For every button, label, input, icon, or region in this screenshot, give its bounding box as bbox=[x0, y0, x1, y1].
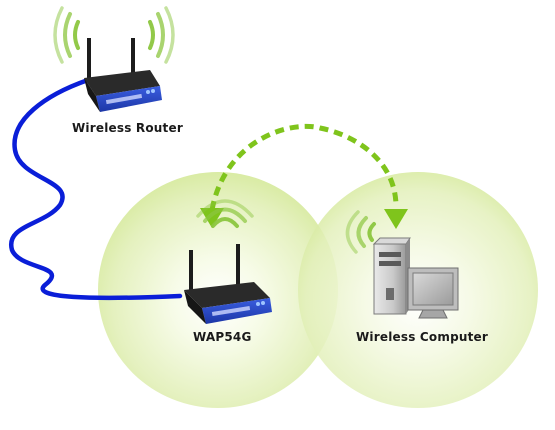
wifi-signal-icon bbox=[53, 6, 175, 64]
computer-monitor bbox=[407, 267, 459, 319]
desktop-computer-icon bbox=[345, 210, 459, 319]
wifi-signal-icon bbox=[196, 199, 254, 228]
router-body bbox=[84, 70, 162, 112]
wap-label: WAP54G bbox=[193, 330, 252, 344]
ethernet-cable bbox=[9, 77, 183, 301]
wireless-router-label: Wireless Router bbox=[72, 121, 183, 135]
access-point-icon bbox=[184, 199, 272, 324]
wireless-computer-label: Wireless Computer bbox=[356, 330, 489, 344]
computer-tower bbox=[372, 237, 411, 315]
wireless-link-arrowhead-computer bbox=[384, 209, 408, 229]
wifi-signal-icon bbox=[345, 210, 376, 254]
wap-body bbox=[184, 282, 272, 324]
wireless-link-arc bbox=[209, 123, 399, 211]
wap-antenna-left bbox=[189, 250, 193, 292]
coverage-zones bbox=[98, 172, 538, 408]
wireless-router bbox=[53, 6, 175, 112]
router-antenna-left bbox=[87, 38, 91, 78]
router-antenna-right bbox=[131, 38, 135, 76]
wap-antenna-right bbox=[236, 244, 240, 288]
